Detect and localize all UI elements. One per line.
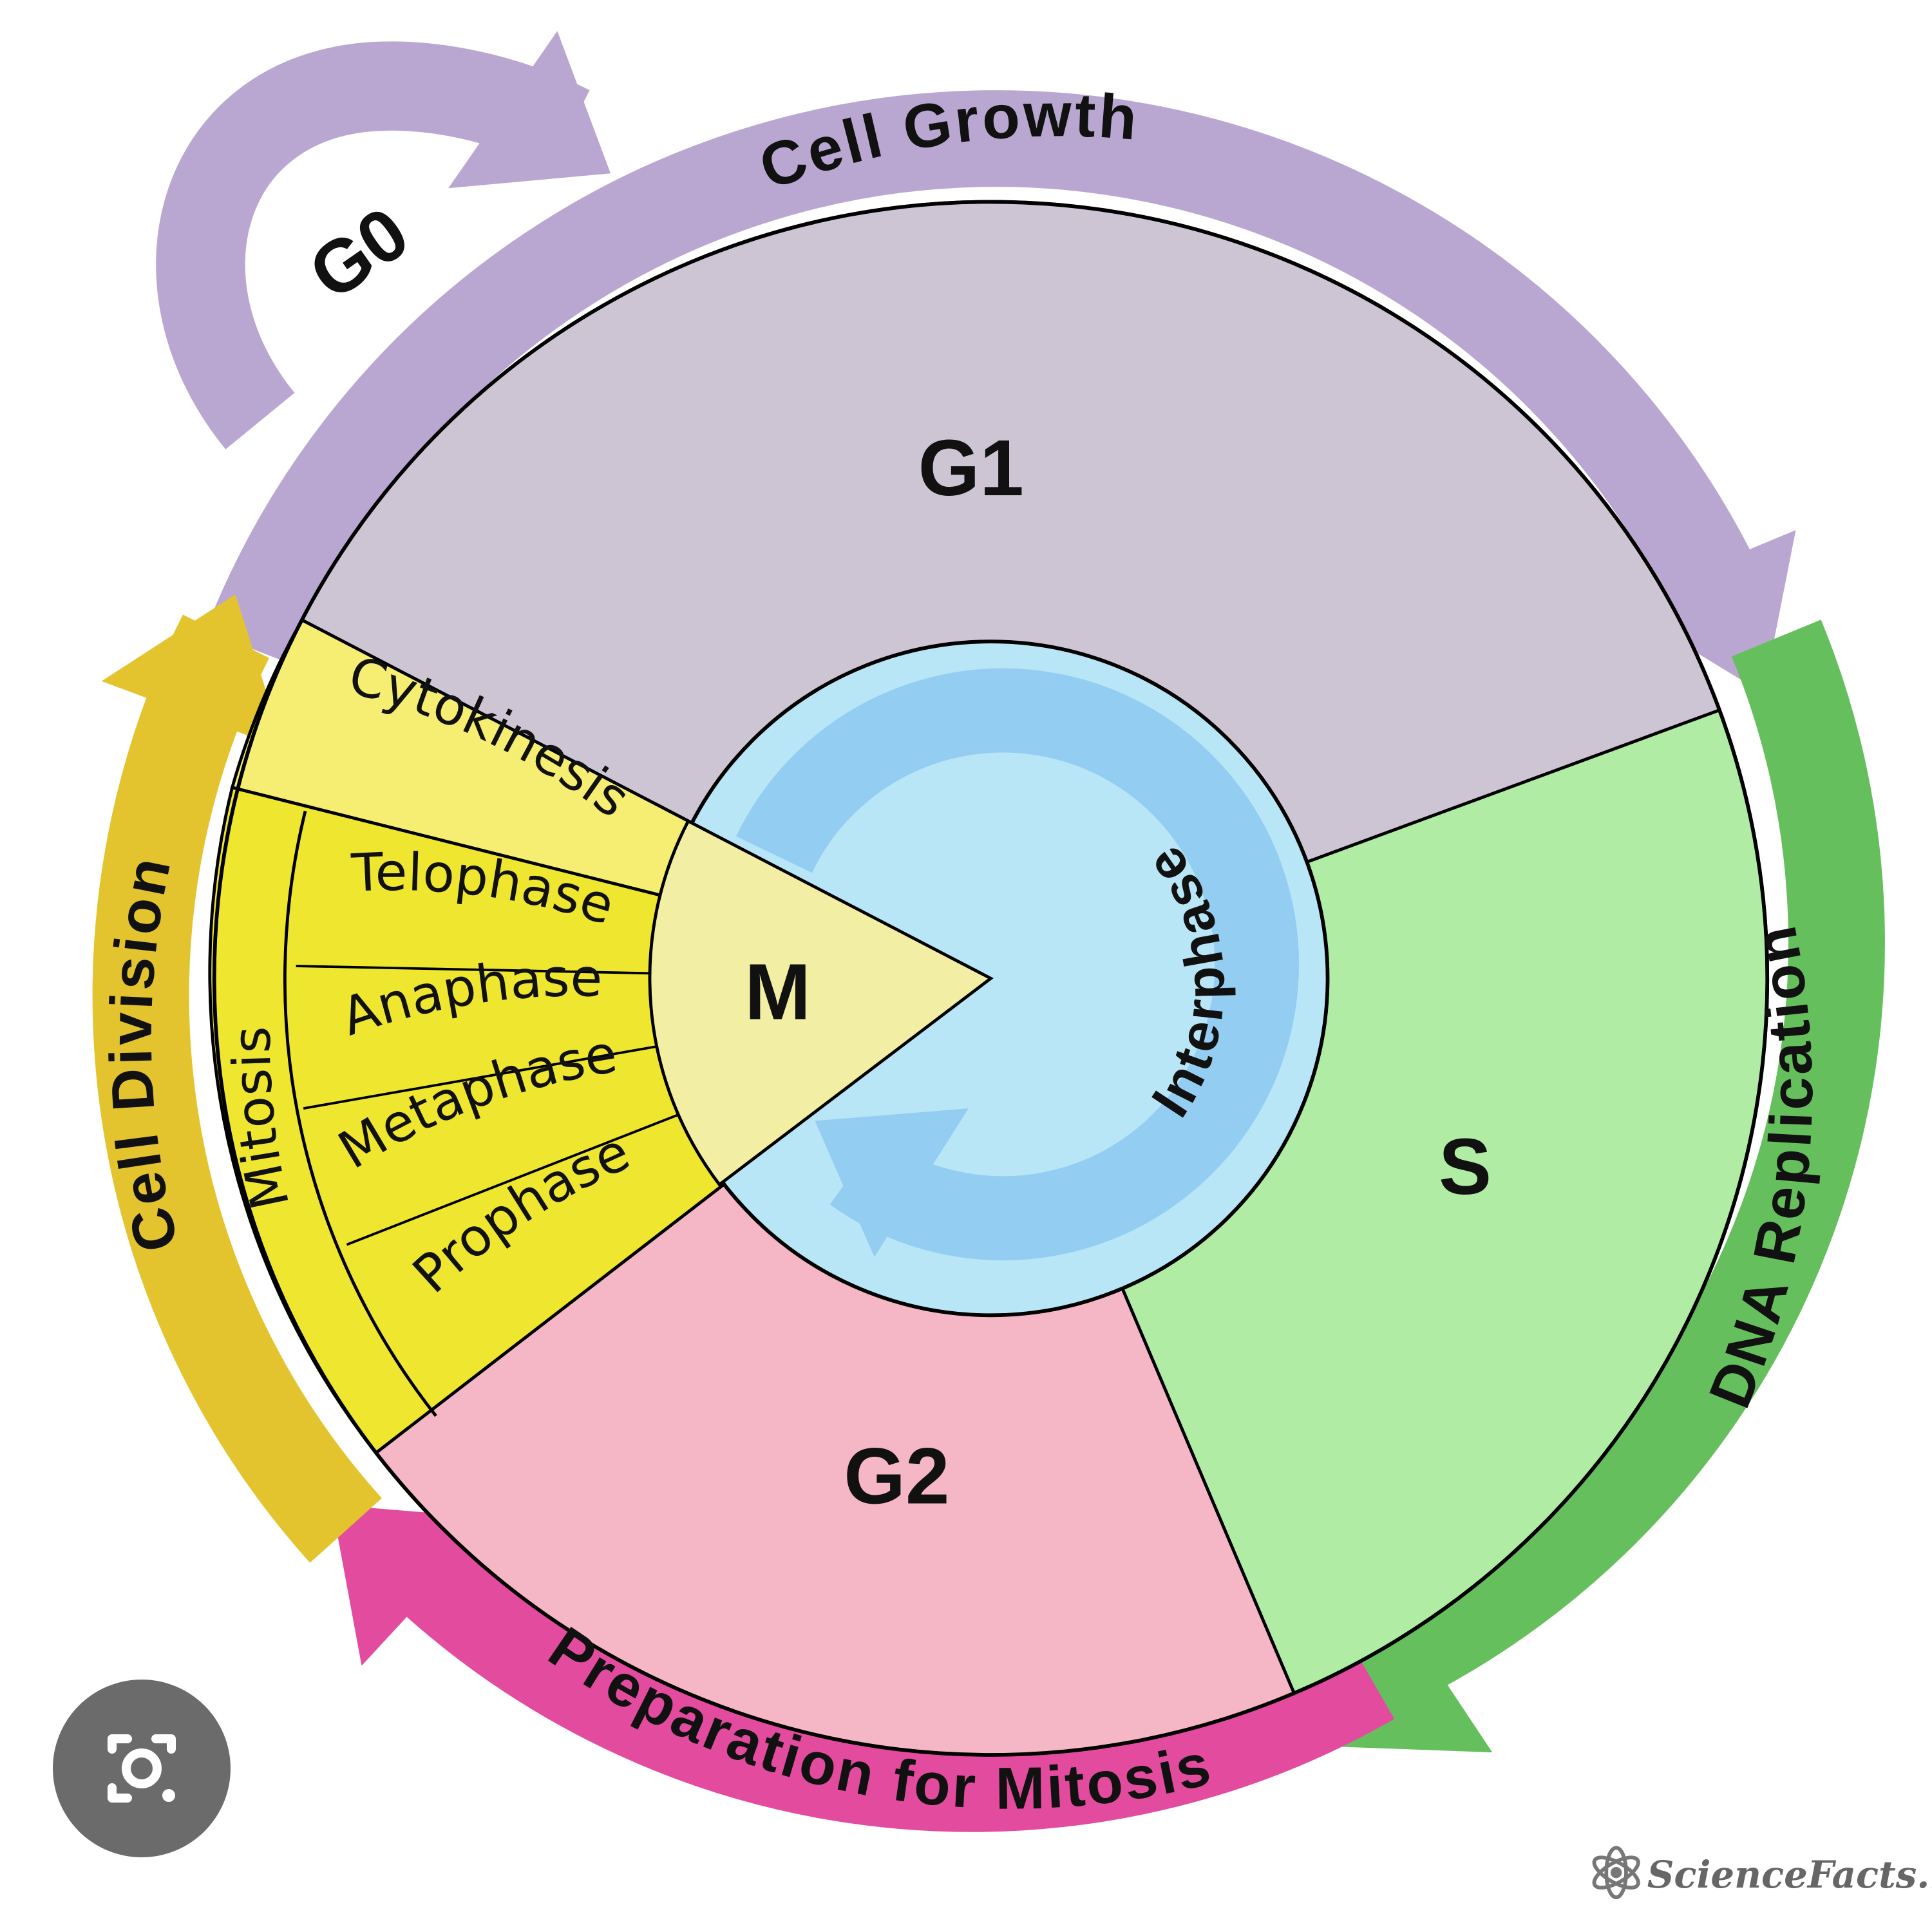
circle-outline	[212, 200, 1770, 1757]
m-center-wedge	[648, 819, 994, 1187]
lens-search-icon	[108, 1734, 176, 1803]
g0-loop-arc	[156, 41, 590, 450]
mitosis-inner-arc	[283, 810, 437, 1417]
preparation-arrow	[332, 1504, 1395, 1832]
label-g1: G1	[918, 424, 1024, 513]
preparation-arc	[388, 1529, 1395, 1832]
lens-search-button[interactable]	[53, 1680, 231, 1857]
label-g2: G2	[844, 1433, 949, 1521]
sciencefacts-logo: ScienceFacts.net	[1592, 1846, 1932, 1900]
dna-replication-arc	[1390, 620, 1885, 1692]
interphase-center	[648, 639, 1330, 1318]
divider-telophase-anaphase	[296, 965, 657, 975]
interphase-loop-arrow	[736, 668, 1299, 1261]
preparation-arrowhead	[332, 1504, 498, 1666]
atom-icon	[1592, 1846, 1640, 1900]
divider-metaphase-prophase	[346, 1113, 679, 1246]
g0-loop-arrowhead	[448, 31, 611, 189]
watermark-text: ScienceFacts.net	[1647, 1853, 1932, 1897]
cell-division-arrow	[92, 594, 382, 1563]
label-s: S	[1439, 1123, 1492, 1211]
interphase-arrowhead	[815, 1108, 969, 1257]
label-g0: G0	[295, 191, 424, 316]
cell-division-arc	[92, 614, 382, 1563]
g0-loop-arrow	[156, 31, 611, 450]
divider-anaphase-metaphase	[303, 1045, 657, 1110]
cell-growth-arc	[205, 90, 1770, 666]
label-m: M	[744, 949, 811, 1037]
cell-division-arrowhead	[101, 594, 285, 750]
